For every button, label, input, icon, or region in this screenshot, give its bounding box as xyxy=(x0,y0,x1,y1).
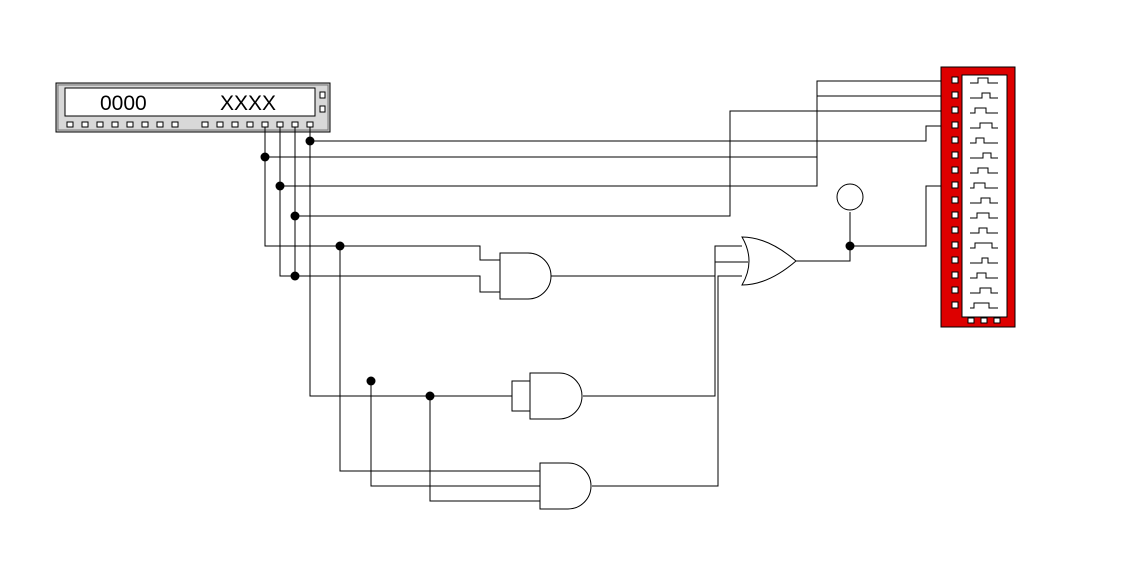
clock-terminal[interactable] xyxy=(319,105,326,113)
wire-bit-b xyxy=(279,127,500,293)
and-gate-2[interactable] xyxy=(529,372,583,420)
wires xyxy=(264,80,941,502)
or-gate[interactable] xyxy=(741,236,797,286)
and-gate-1[interactable] xyxy=(499,252,552,300)
word-generator-data: XXXX xyxy=(220,92,276,115)
and-gate-3[interactable] xyxy=(539,462,592,510)
wire-bit-d xyxy=(309,127,530,397)
logic-analyzer-control-terminals[interactable] xyxy=(967,317,1001,324)
word-generator-display xyxy=(64,87,316,117)
logic-analyzer-inputs[interactable] xyxy=(951,76,959,309)
logic-analyzer-waveforms xyxy=(970,77,998,309)
logic-analyzer[interactable] xyxy=(940,66,1016,328)
wire-bit-a xyxy=(264,127,500,261)
trigger-terminal[interactable] xyxy=(319,91,326,99)
word-generator-address: 0000 xyxy=(100,92,147,115)
junction-dots xyxy=(260,136,855,401)
output-probe[interactable] xyxy=(836,183,864,211)
word-generator[interactable]: 0000 XXXX xyxy=(55,82,331,133)
